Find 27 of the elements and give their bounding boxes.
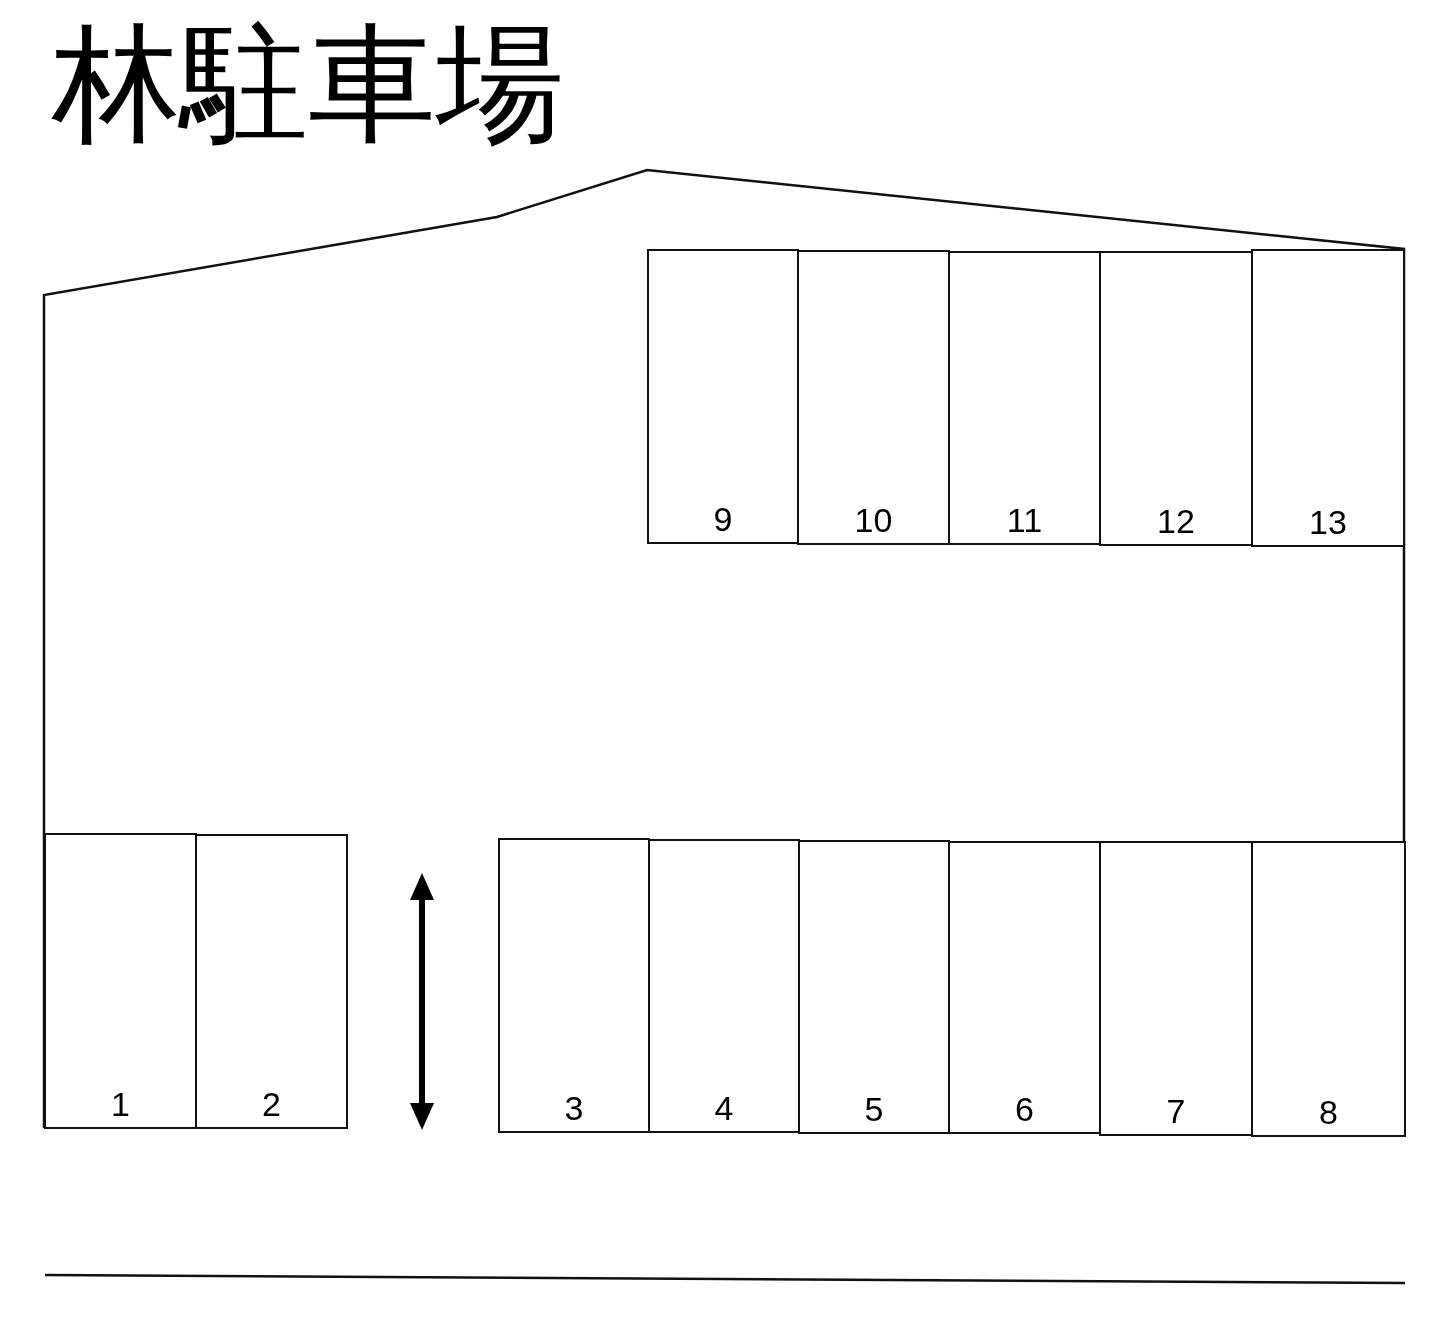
parking-space: [1099, 841, 1253, 1136]
parking-space: [798, 840, 950, 1134]
space-number: 2: [262, 1087, 281, 1121]
space-number: 13: [1309, 505, 1347, 539]
space-number: 11: [1006, 503, 1043, 537]
space-number: 1: [111, 1087, 130, 1121]
space-number: 12: [1157, 504, 1195, 538]
space-number: 8: [1319, 1095, 1338, 1129]
space-number: 3: [564, 1091, 584, 1125]
parking-space: [498, 838, 650, 1133]
space-number: 5: [864, 1092, 884, 1126]
space-number: 9: [713, 502, 733, 536]
parking-space: [647, 249, 799, 544]
title: 林駐車場: [52, 14, 564, 155]
space-number: 10: [854, 503, 893, 537]
space-number: 6: [1015, 1092, 1034, 1126]
space-number: 7: [1166, 1094, 1186, 1128]
parking-space: [1251, 249, 1405, 547]
parking-space: [797, 250, 950, 545]
parking-space: [648, 839, 800, 1133]
parking-space: [948, 251, 1101, 545]
parking-space: [195, 834, 348, 1129]
parking-space: [1099, 251, 1253, 546]
parking-space: [1251, 841, 1406, 1137]
space-number: 4: [714, 1091, 734, 1125]
parking-space: [948, 841, 1101, 1134]
parking-space: [44, 833, 197, 1129]
